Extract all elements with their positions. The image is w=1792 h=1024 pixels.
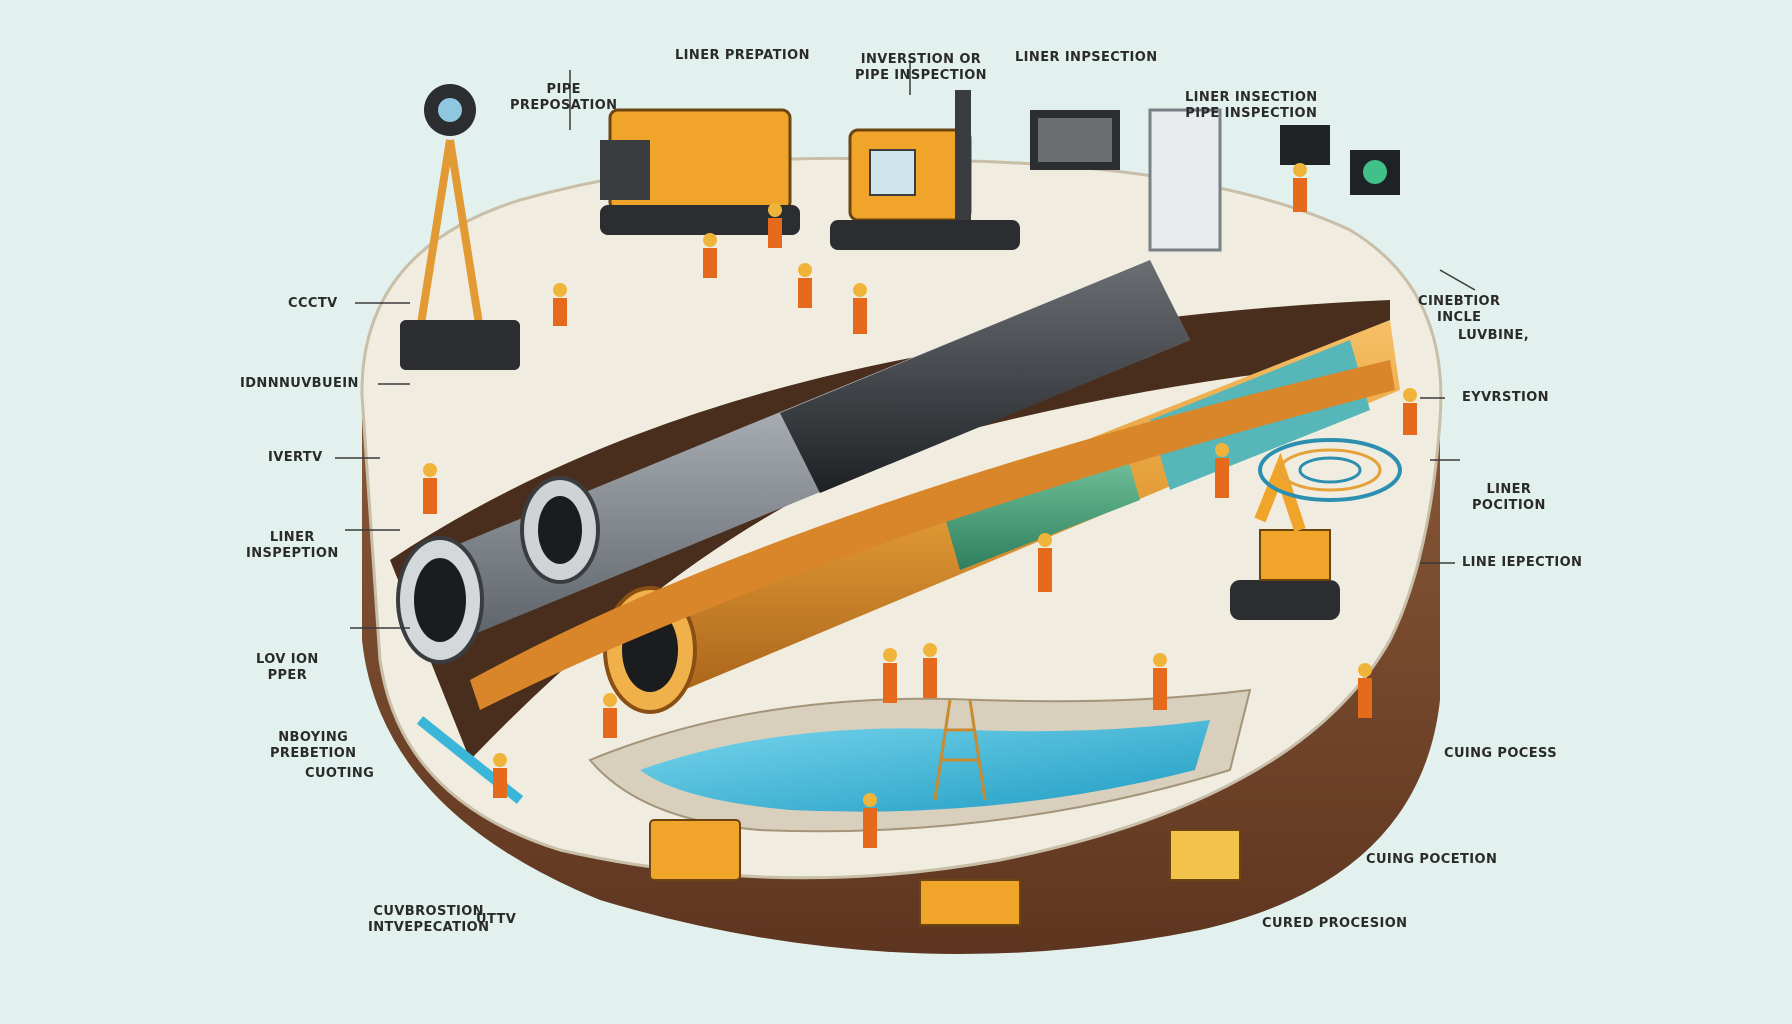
inversion-unit <box>830 90 1020 250</box>
label-line-iepection: LINE IEPECTION <box>1462 555 1583 570</box>
liner-truck <box>600 108 800 235</box>
label-luvbine: LUVBINE, <box>1458 328 1530 343</box>
label-liner-inpsection: LINER INPSECTION <box>1015 50 1158 65</box>
label-idnnnuvbuein: IDNNNUVBUEIN <box>240 376 359 391</box>
label-cctv: CCCTV <box>288 296 338 311</box>
excavator <box>1230 452 1340 620</box>
label-liner-prepation: LINER PREPATION <box>675 48 810 63</box>
label-eyvrstion: EYVRSTION <box>1462 390 1549 405</box>
generator-cart <box>649 819 1241 926</box>
label-utty: UTTV <box>476 912 517 927</box>
cable-coil <box>1258 438 1402 502</box>
water-channel <box>640 720 1210 812</box>
label-cured-procesion: CURED PROCESION <box>1262 916 1408 931</box>
host-pipe-grey <box>396 260 1190 664</box>
leader-lines <box>335 60 1476 629</box>
liner-half-shell <box>470 360 1395 710</box>
label-cuing-pocess: CUING POCESS <box>1444 746 1557 761</box>
workers <box>423 163 1417 848</box>
control-station <box>1030 108 1400 252</box>
cctv-tripod <box>400 84 520 370</box>
label-ivertv: IVERTV <box>268 450 323 465</box>
label-cuing-pocetion: CUING POCETION <box>1366 852 1498 867</box>
blue-pipe-channel-left <box>416 716 524 804</box>
ladders <box>933 699 987 801</box>
label-cuoting: CUOTING <box>305 766 375 781</box>
